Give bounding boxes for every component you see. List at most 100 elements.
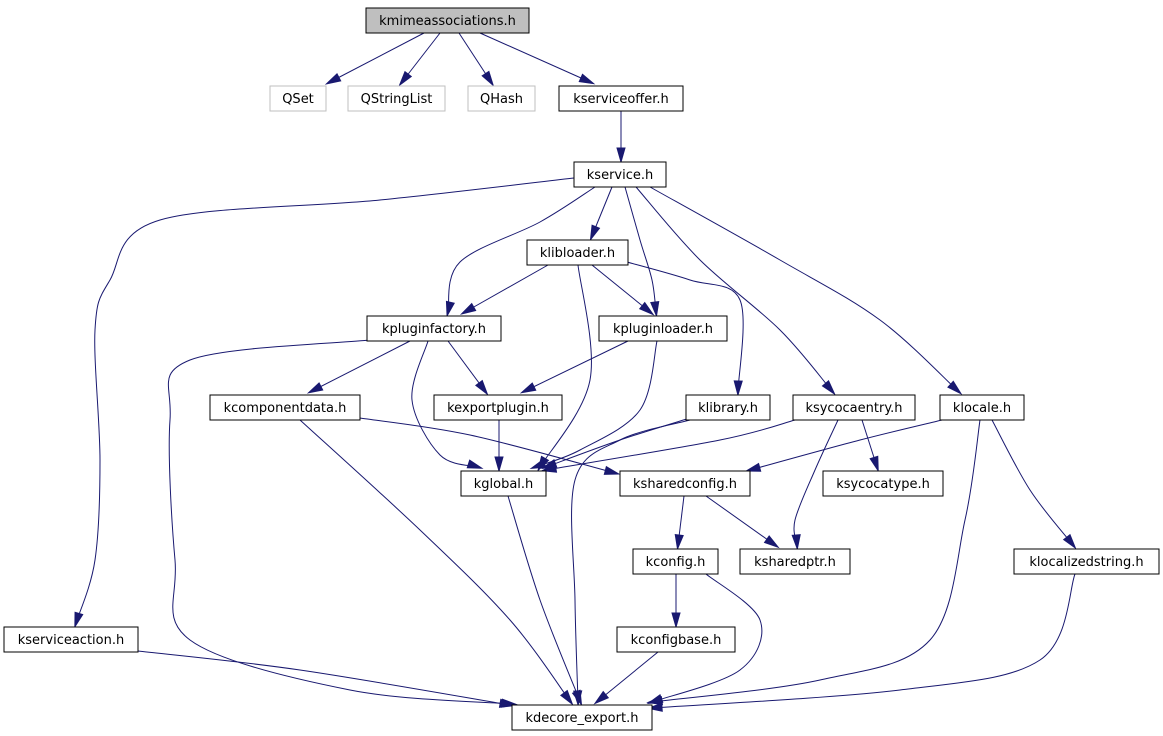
arrowhead [519, 382, 537, 394]
arrowhead [445, 300, 455, 318]
edge-klibloader-to-kpluginfactory [459, 264, 549, 315]
node-ksharedconfig[interactable]: ksharedconfig.h [619, 470, 751, 497]
arrowhead [74, 611, 84, 629]
node-box [632, 548, 719, 575]
arrowhead [733, 380, 743, 397]
edge-kconfig-to-kconfigbase [671, 574, 681, 629]
node-label: kdecore_export.h [526, 711, 639, 726]
node-label: klibrary.h [698, 401, 758, 416]
edge-line [479, 32, 591, 83]
edge-kservice-to-klocale [649, 186, 963, 395]
arrowhead [821, 379, 836, 396]
node-label: QSet [282, 92, 314, 107]
node-box [526, 239, 629, 266]
node-klocale[interactable]: klocale.h [939, 394, 1025, 421]
arrowhead [306, 382, 324, 394]
node-box [511, 704, 653, 731]
arrowhead [671, 612, 681, 629]
node-kconfigbase[interactable]: kconfigbase.h [616, 626, 736, 653]
arrowhead [459, 302, 477, 315]
arrowhead [540, 463, 558, 473]
node-klibrary[interactable]: klibrary.h [685, 394, 771, 421]
arrowhead [638, 301, 655, 316]
node-box [619, 470, 751, 497]
edge-kmime-to-qset [324, 32, 425, 85]
arrowhead [560, 689, 574, 706]
node-box [939, 394, 1025, 421]
edge-line [137, 650, 511, 706]
arrowhead [589, 224, 601, 242]
node-label: kglobal.h [474, 477, 534, 492]
node-ksycocaentry[interactable]: ksycocaentry.h [792, 394, 916, 421]
node-kpluginloader[interactable]: kpluginloader.h [598, 315, 728, 342]
edge-kcomponentdata-to-kdecore_export [299, 419, 574, 706]
edge-line [651, 573, 763, 703]
edge-kpluginloader-to-kglobal [529, 340, 658, 470]
arrowhead [324, 73, 342, 85]
node-kserviceoffer[interactable]: kserviceoffer.h [558, 85, 684, 112]
node-kservice[interactable]: kservice.h [573, 161, 667, 188]
node-kmime[interactable]: kmimeassociations.h [365, 7, 530, 34]
edge-line [359, 417, 616, 474]
node-qstringlist[interactable]: QStringList [347, 85, 446, 112]
node-label: kexportplugin.h [447, 401, 549, 416]
edge-line [539, 264, 592, 468]
arrowhead [616, 147, 626, 164]
arrowhead [646, 694, 664, 704]
node-ksharedptr[interactable]: ksharedptr.h [739, 548, 851, 575]
node-qhash[interactable]: QHash [467, 85, 536, 112]
edge-kmime-to-qhash [458, 32, 495, 87]
node-box [573, 161, 667, 188]
node-kglobal[interactable]: kglobal.h [460, 470, 547, 497]
node-klibloader[interactable]: klibloader.h [526, 239, 629, 266]
edge-line [329, 32, 425, 83]
node-kdecore-export[interactable]: kdecore_export.h [511, 704, 653, 731]
node-label: kserviceoffer.h [573, 92, 669, 107]
edge-kconfigbase-to-kdecore_export [593, 651, 659, 705]
node-box [433, 394, 563, 421]
arrowhead [475, 379, 489, 396]
node-klocalizedstring[interactable]: klocalizedstring.h [1013, 548, 1160, 575]
node-kcomponentdata[interactable]: kcomponentdata.h [209, 394, 361, 421]
edge-kmime-to-kserviceoffer [479, 32, 596, 85]
node-qset[interactable]: QSet [269, 85, 327, 112]
edge-line [464, 264, 549, 313]
edge-line [649, 186, 959, 392]
edge-ksharedconfig-to-ksharedptr [705, 495, 780, 549]
arrowhead [869, 455, 879, 473]
node-box [209, 394, 361, 421]
node-box [366, 315, 502, 342]
edge-kpluginfactory-to-kglobal [411, 340, 484, 469]
edge-kmime-to-qstringlist [398, 32, 441, 87]
node-kconfig[interactable]: kconfig.h [632, 548, 719, 575]
node-label: kconfigbase.h [631, 633, 722, 648]
edge-line [571, 419, 691, 702]
node-box [3, 626, 139, 653]
node-kserviceaction[interactable]: kserviceaction.h [3, 626, 139, 653]
node-label: QStringList [361, 92, 433, 107]
node-kexportplugin[interactable]: kexportplugin.h [433, 394, 563, 421]
node-kpluginfactory[interactable]: kpluginfactory.h [366, 315, 502, 342]
arrowhead [398, 70, 413, 87]
node-box [460, 470, 547, 497]
node-box [347, 85, 446, 112]
arrowhead [763, 535, 780, 549]
edge-line [411, 340, 479, 468]
edge-line [651, 573, 1076, 709]
node-box [822, 470, 944, 497]
node-label: kconfig.h [646, 555, 706, 570]
edges-layer [74, 32, 1077, 712]
edge-line [651, 419, 981, 703]
edge-line [624, 186, 657, 313]
arrowhead [593, 690, 610, 705]
edge-line [447, 186, 596, 313]
arrowhead [947, 380, 963, 395]
node-ksycocatype[interactable]: ksycocatype.h [822, 470, 944, 497]
edge-kpluginloader-to-kexportplugin [519, 340, 629, 394]
node-box [558, 85, 684, 112]
edge-klibloader-to-kpluginloader [591, 264, 655, 316]
edge-line [311, 340, 411, 392]
edge-line [524, 340, 629, 392]
